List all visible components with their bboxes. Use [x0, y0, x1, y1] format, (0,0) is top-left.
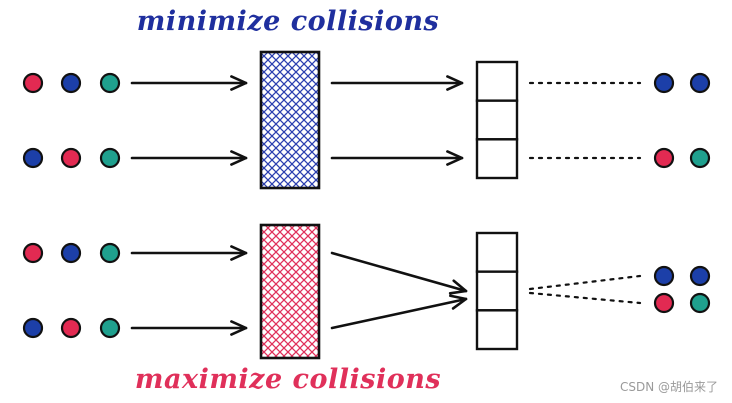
minimize-input-1-dot-1: [60, 147, 82, 169]
minimize-input-0-dot-0: [22, 72, 44, 94]
minimize-hash-arrow-1-head: [446, 150, 464, 166]
maximize-bucket-2: [475, 309, 519, 351]
maximize-bucket-0: [475, 231, 519, 273]
minimize-output-1-dot-0: [653, 147, 675, 169]
minimize-input-0-dot-2: [99, 72, 121, 94]
minimize-input-arrow-1-head: [230, 150, 248, 166]
minimize-hash-arrow-0-head: [446, 75, 464, 91]
maximize-output-0-dot-1: [689, 265, 711, 287]
watermark: CSDN @胡伯来了: [619, 380, 718, 394]
maximize-input-arrow-0-head: [230, 245, 248, 261]
maximize-output-0-dot-0: [653, 265, 675, 287]
maximize-input-arrow-1-head: [230, 320, 248, 336]
maximize-hash-arrow-0-head: [448, 279, 468, 295]
maximize-hash-arrow-1-head: [449, 294, 468, 310]
maximize-bucket-1: [475, 270, 519, 312]
maximize-hash-arrow-1: [330, 297, 468, 330]
maximize-dotted-link-0: [528, 274, 642, 291]
minimize-input-1-dot-0: [22, 147, 44, 169]
minimize-output-1-dot-1: [689, 147, 711, 169]
minimize-output-0-dot-1: [689, 72, 711, 94]
title-minimize-collisions: minimize collisions: [136, 6, 440, 37]
maximize-input-1-dot-0: [22, 317, 44, 339]
diagram-layer: [22, 50, 711, 360]
maximize-input-1-dot-2: [99, 317, 121, 339]
minimize-hash-function-block: [259, 50, 321, 190]
minimize-bucket-2: [475, 138, 519, 180]
minimize-input-arrow-0-head: [230, 75, 248, 91]
minimize-bucket-1: [475, 99, 519, 141]
maximize-input-0-dot-2: [99, 242, 121, 264]
maximize-input-0-dot-1: [60, 242, 82, 264]
maximize-output-1-dot-0: [653, 292, 675, 314]
maximize-input-1-dot-1: [60, 317, 82, 339]
maximize-input-0-dot-0: [22, 242, 44, 264]
maximize-hash-function-block: [259, 223, 321, 360]
title-maximize-collisions: maximize collisions: [134, 364, 442, 395]
maximize-dotted-link-1: [528, 291, 642, 305]
maximize-output-1-dot-1: [689, 292, 711, 314]
minimize-bucket-0: [475, 60, 519, 102]
minimize-output-0-dot-0: [653, 72, 675, 94]
minimize-input-0-dot-1: [60, 72, 82, 94]
minimize-input-1-dot-2: [99, 147, 121, 169]
maximize-hash-arrow-0: [330, 251, 468, 293]
